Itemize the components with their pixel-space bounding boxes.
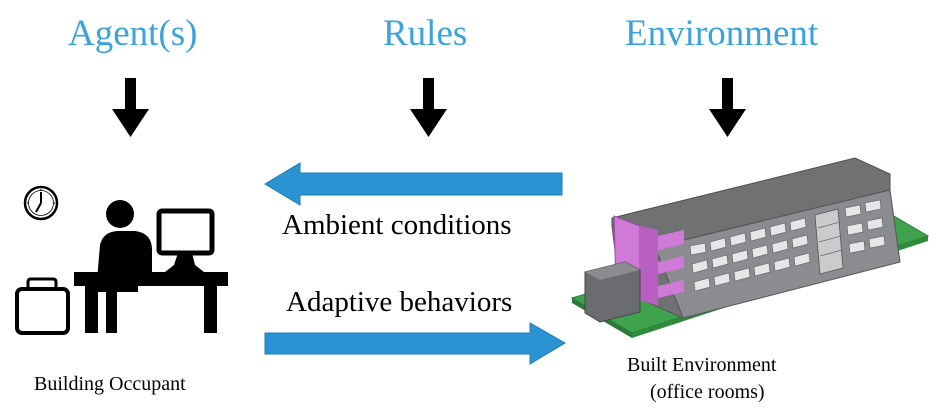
briefcase-icon bbox=[15, 277, 70, 335]
office-building-illustration bbox=[570, 42, 930, 338]
office-rooms-label: (office rooms) bbox=[650, 381, 765, 403]
monitor-icon bbox=[156, 208, 215, 272]
ambient-conditions-label: Ambient conditions bbox=[282, 209, 512, 241]
heading-environment: Environment bbox=[625, 13, 819, 54]
adaptive-arrow bbox=[264, 322, 566, 365]
heading-rules: Rules bbox=[383, 13, 468, 54]
down-arrow-environment bbox=[709, 78, 746, 137]
ambient-arrow bbox=[264, 162, 563, 206]
person-at-desk-icon bbox=[74, 200, 228, 333]
adaptive-behaviors-label: Adaptive behaviors bbox=[286, 286, 513, 318]
down-arrow-rules bbox=[410, 78, 447, 137]
built-environment-label: Built Environment bbox=[627, 354, 777, 376]
clock-icon bbox=[23, 185, 59, 221]
heading-agents: Agent(s) bbox=[68, 13, 198, 54]
building-occupant-label: Building Occupant bbox=[34, 373, 186, 395]
down-arrow-agents bbox=[112, 78, 149, 137]
